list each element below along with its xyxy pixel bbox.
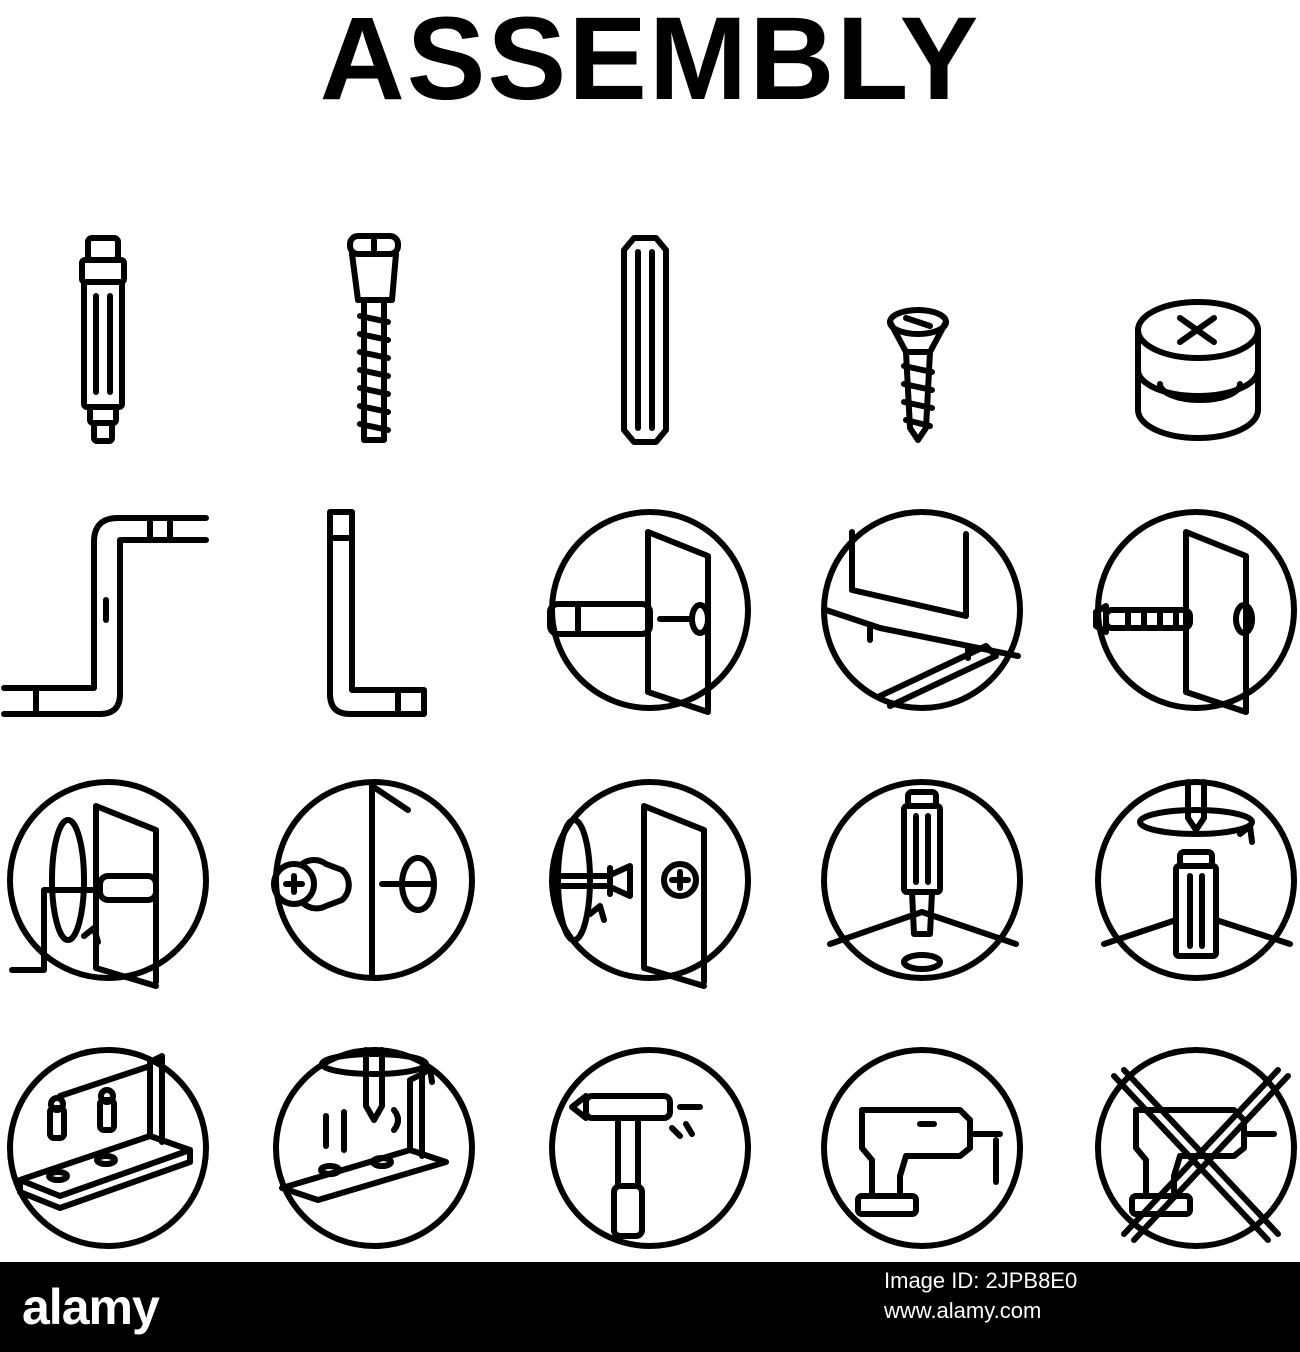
hex-key-icon — [327, 509, 427, 717]
tighten-dowel-icon — [1095, 779, 1297, 981]
confirmat-screw-icon — [347, 233, 401, 443]
footer-bar: alamy Image ID: 2JPB8E0 www.alamy.com — [0, 1262, 1300, 1352]
power-drill-icon — [821, 1047, 1023, 1249]
crank-wrench-icon — [1, 515, 209, 717]
cam-lock-nut-icon — [1135, 299, 1261, 441]
countersunk-screw-icon — [887, 307, 949, 443]
fasteners-on-bracket-icon — [7, 1047, 209, 1249]
image-id: Image ID: 2JPB8E0 — [884, 1268, 1078, 1293]
no-power-drill-icon — [1095, 1047, 1297, 1249]
insert-screw-into-panel-icon — [1093, 509, 1297, 715]
drill-into-bracket-icon — [273, 1047, 475, 1249]
icon-set — [1, 233, 1297, 1249]
wooden-dowel-icon — [621, 235, 669, 445]
insert-dowel-into-panel-icon — [547, 509, 751, 715]
turn-with-crank-icon — [7, 779, 209, 989]
hammer-icon — [549, 1047, 751, 1249]
site-url: www.alamy.com — [884, 1298, 1042, 1323]
alamy-logo: alamy — [22, 1279, 160, 1335]
screw-dowel-into-base-icon — [821, 779, 1023, 981]
join-panels-icon — [821, 509, 1023, 711]
screwdriver-tighten-icon — [549, 779, 751, 989]
dowel-screw-icon — [79, 235, 127, 444]
insert-cam-lock-icon — [271, 779, 475, 981]
page-title: ASSEMBLY — [319, 0, 981, 125]
